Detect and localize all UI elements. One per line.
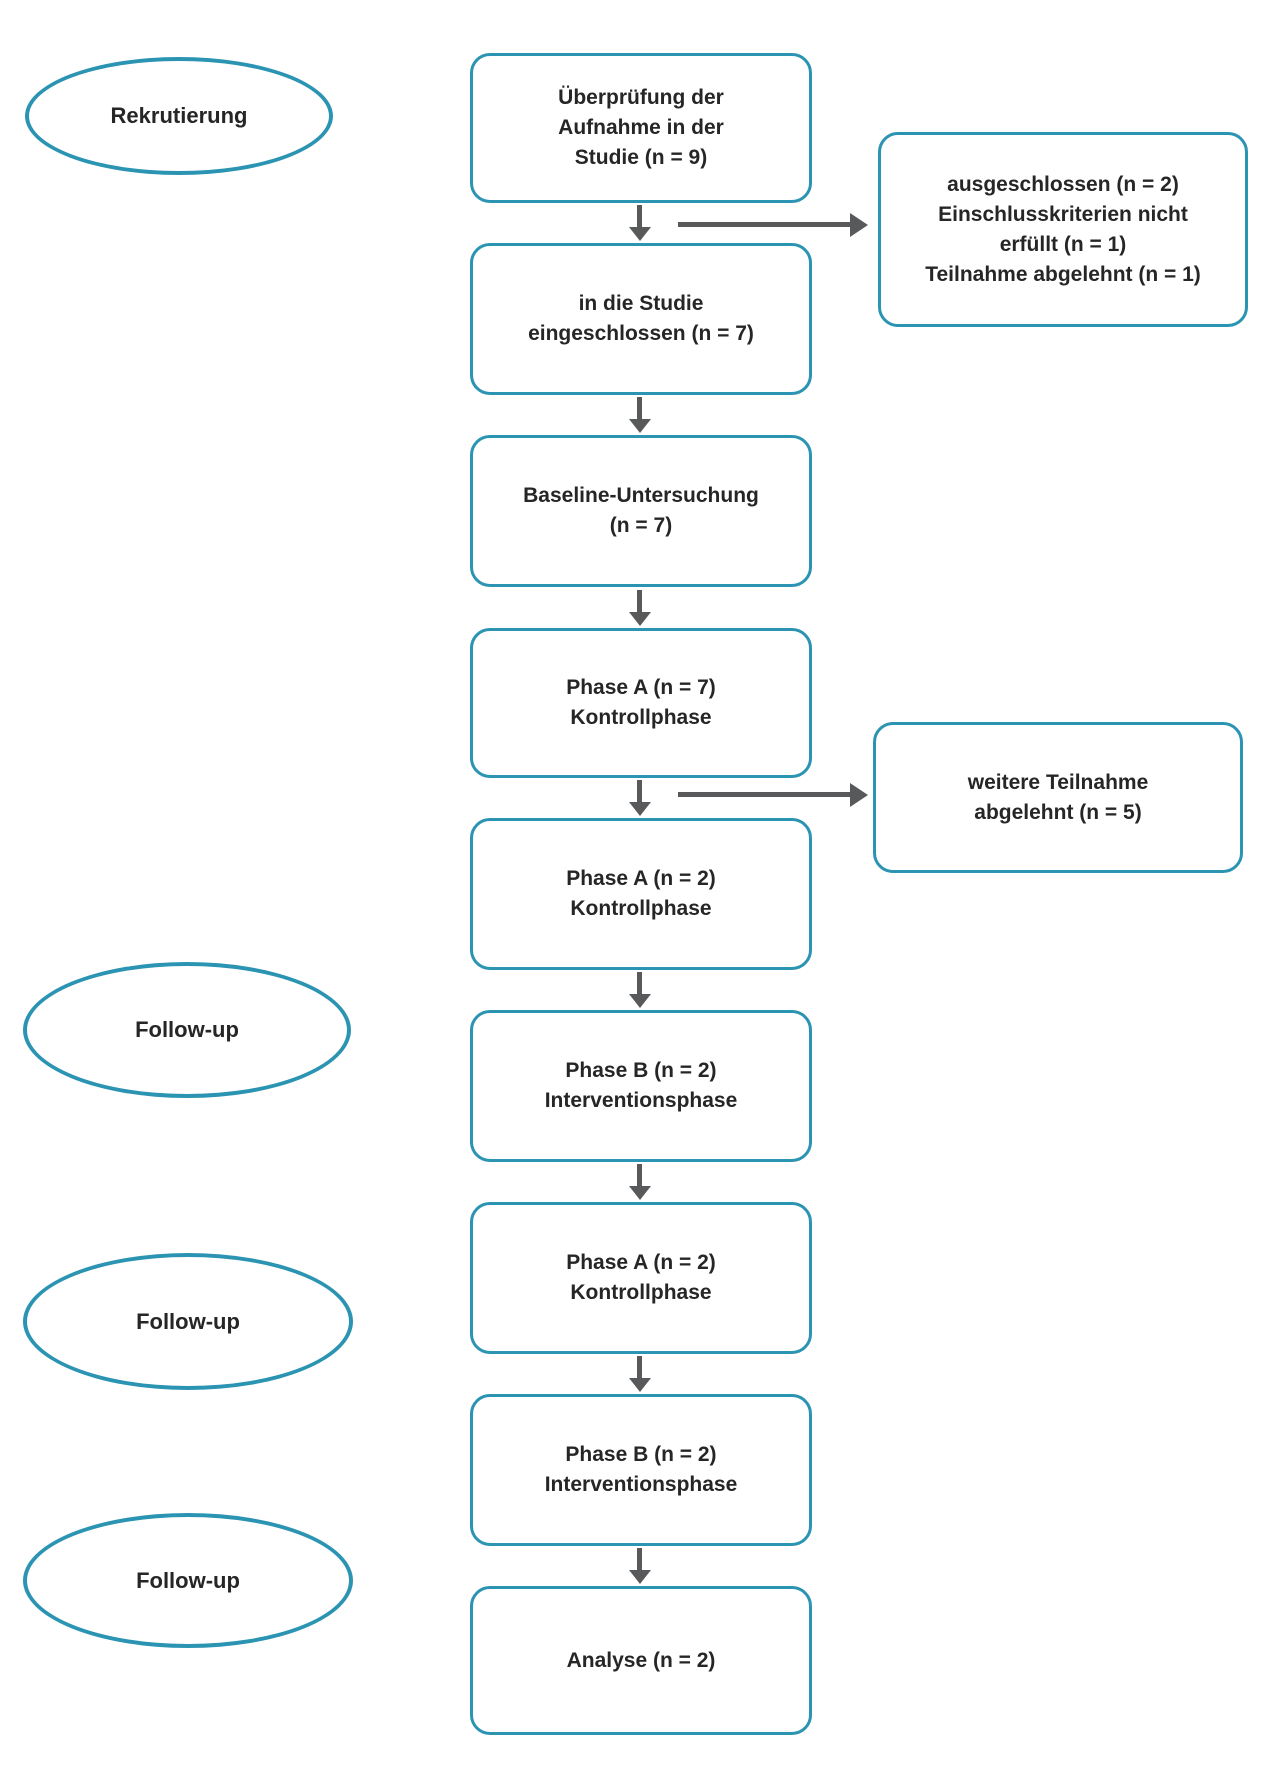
flow-box-analysis: Analyse (n = 2) (470, 1586, 812, 1735)
exclusion-box-after-phase-a: weitere Teilnahme abgelehnt (n = 5) (873, 722, 1243, 873)
stage-label-follow-up-1: Follow-up (135, 1017, 239, 1042)
flow-box-baseline-text: Baseline-Untersuchung (n = 7) (523, 484, 759, 537)
flow-box-phase-a-1-text: Phase A (n = 7) Kontrollphase (566, 676, 716, 729)
flow-box-phase-b-2-text: Phase B (n = 2) Interventionsphase (544, 1443, 738, 1496)
flow-box-phase-a-3-text: Phase A (n = 2) Kontrollphase (566, 1251, 716, 1304)
flow-box-included: in die Studie eingeschlossen (n = 7) (470, 243, 812, 395)
arrow-right-icon-2 (678, 792, 850, 797)
flow-box-phase-b-1: Phase B (n = 2) Interventionsphase (470, 1010, 812, 1162)
exclusion-box-after-phase-a-text: weitere Teilnahme abgelehnt (n = 5) (967, 770, 1149, 824)
stage-ellipse-follow-up-3: Follow-up (23, 1513, 353, 1648)
arrow-down-icon-3 (637, 590, 642, 612)
flow-box-phase-a-2: Phase A (n = 2) Kontrollphase (470, 818, 812, 970)
flow-box-phase-b-2: Phase B (n = 2) Interventionsphase (470, 1394, 812, 1546)
exclusion-box-after-screening-text: ausgeschlossen (n = 2) Einschlusskriteri… (925, 172, 1201, 286)
arrow-down-icon-6 (637, 1164, 642, 1186)
flow-box-phase-a-3: Phase A (n = 2) Kontrollphase (470, 1202, 812, 1354)
stage-label-recruitment: Rekrutierung (110, 103, 248, 128)
arrow-down-icon-8 (637, 1548, 642, 1570)
exclusion-box-after-screening: ausgeschlossen (n = 2) Einschlusskriteri… (878, 132, 1248, 327)
arrow-right-icon-1 (678, 222, 850, 227)
stage-label-follow-up-3: Follow-up (136, 1567, 240, 1593)
arrow-down-icon-5 (637, 972, 642, 994)
flow-box-screening: Überprüfung der Aufnahme in der Studie (… (470, 53, 812, 203)
stage-ellipse-follow-up-1: Follow-up (23, 962, 351, 1098)
arrow-down-icon-1 (637, 205, 642, 227)
stage-label-follow-up-2: Follow-up (136, 1308, 240, 1334)
stage-ellipse-follow-up-2: Follow-up (23, 1253, 353, 1390)
arrow-down-icon-7 (637, 1356, 642, 1378)
flow-box-analysis-text: Analyse (n = 2) (566, 1648, 716, 1672)
stage-ellipse-recruitment: Rekrutierung (25, 57, 333, 175)
arrow-down-icon-4 (637, 780, 642, 802)
flow-box-baseline: Baseline-Untersuchung (n = 7) (470, 435, 812, 587)
flow-box-included-text: in die Studie eingeschlossen (n = 7) (528, 292, 754, 345)
flow-box-screening-text: Überprüfung der Aufnahme in der Studie (… (558, 86, 724, 169)
flow-box-phase-a-1: Phase A (n = 7) Kontrollphase (470, 628, 812, 778)
flow-box-phase-b-1-text: Phase B (n = 2) Interventionsphase (544, 1059, 738, 1112)
flow-box-phase-a-2-text: Phase A (n = 2) Kontrollphase (566, 867, 716, 920)
arrow-down-icon-2 (637, 397, 642, 419)
